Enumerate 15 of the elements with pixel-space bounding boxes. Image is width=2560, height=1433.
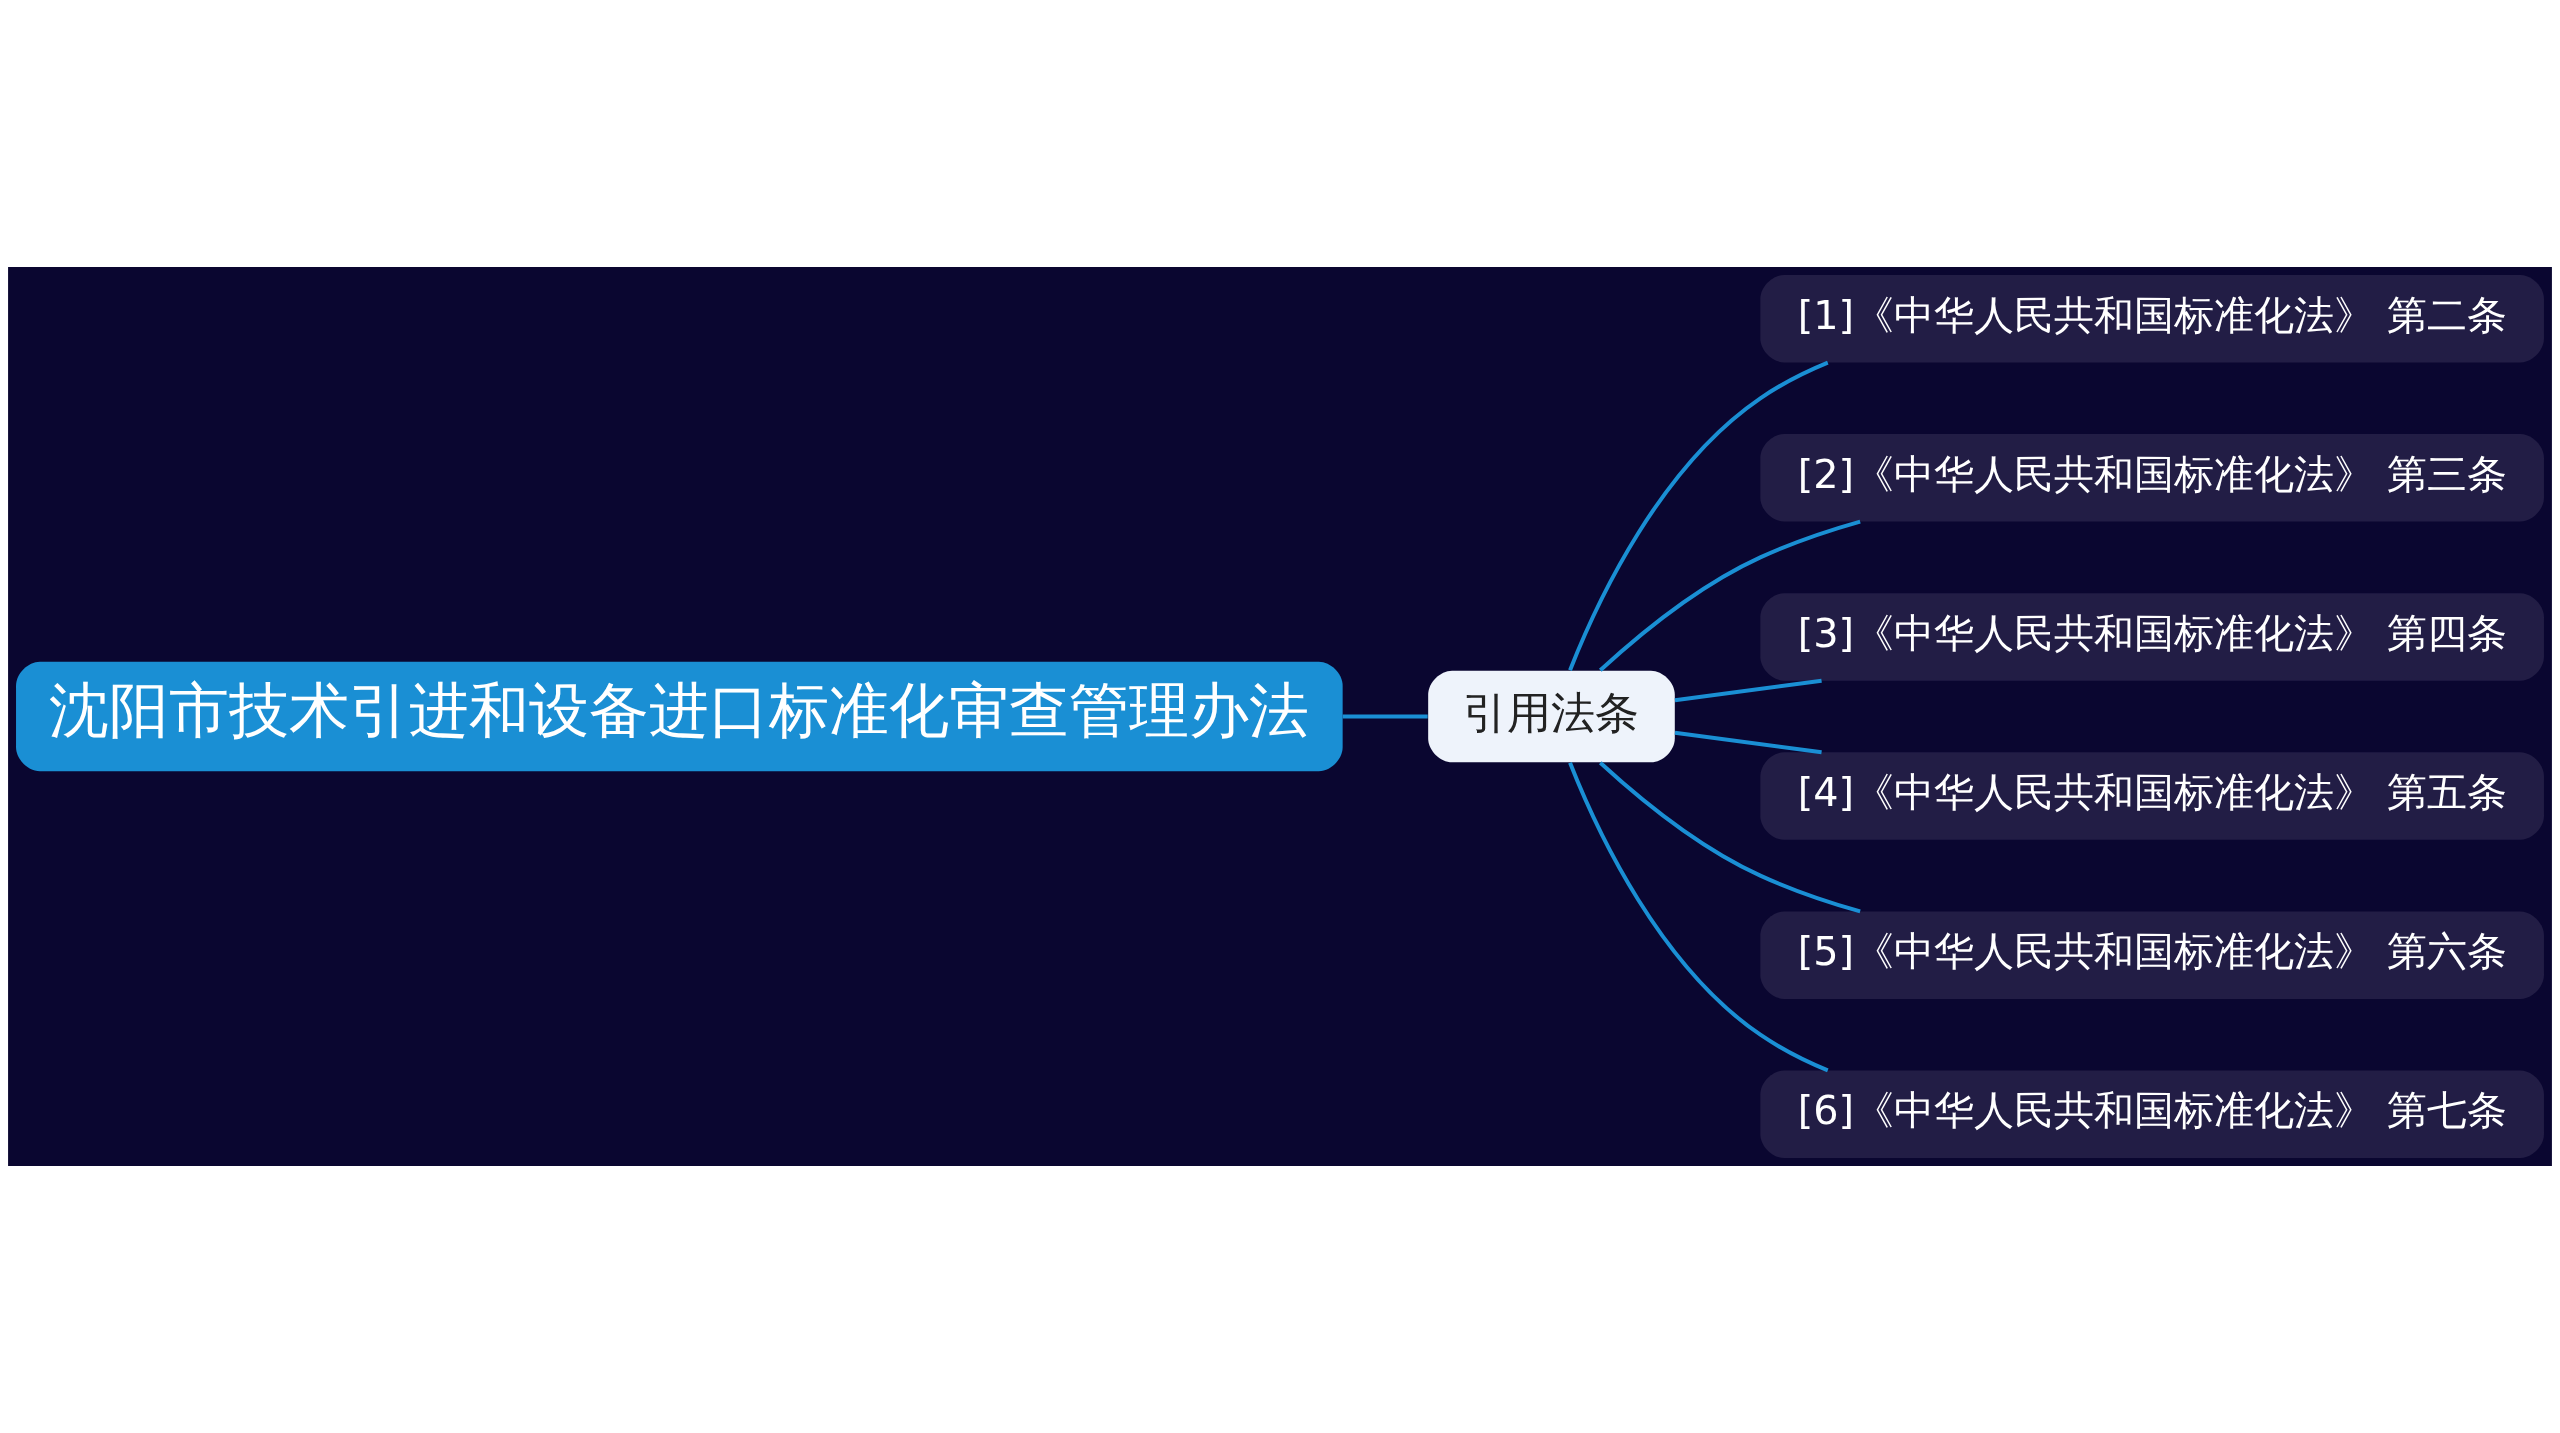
connector: [1568, 762, 1829, 1073]
node-box: [1]《中华人民共和国标准化法》 第二条: [1760, 274, 2544, 363]
node-box: [5]《中华人民共和国标准化法》 第六条: [1760, 911, 2544, 999]
node-box: [4]《中华人民共和国标准化法》 第五条: [1760, 752, 2544, 840]
connector: [1674, 678, 1822, 703]
connector: [1674, 730, 1822, 755]
node-box: 引用法条: [1428, 670, 1675, 763]
connector: [1342, 714, 1428, 719]
connector: [1598, 519, 1861, 672]
connector: [1598, 761, 1861, 914]
node-box: 沈阳市技术引进和设备进口标准化审查管理办法: [16, 661, 1343, 772]
node-box: [3]《中华人民共和国标准化法》 第四条: [1760, 593, 2544, 681]
connector: [1568, 360, 1829, 671]
node-box: [6]《中华人民共和国标准化法》 第七条: [1760, 1070, 2544, 1159]
node-box: [2]《中华人民共和国标准化法》 第三条: [1760, 434, 2544, 522]
